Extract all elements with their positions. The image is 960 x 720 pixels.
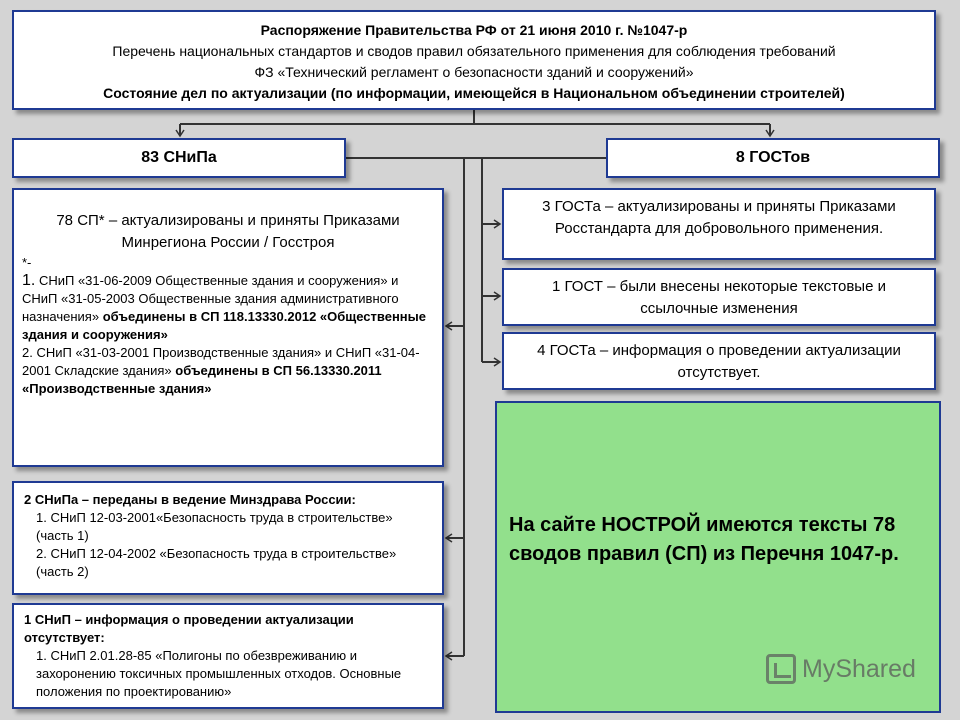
snip-heading: 83 СНиПа [141,149,217,166]
sp78-item-1-number: 1. [22,272,36,289]
sp78-star-note: *- [22,255,32,270]
watermark-text: MyShared [802,654,916,683]
header-line-3: ФЗ «Технический регламент о безопасности… [254,64,694,80]
header-line-4: Состояние дел по актуализации (по информ… [103,85,845,101]
snip-heading-box: 83 СНиПа [12,138,346,178]
sp78-item-2-text: 2. СНиП «31-03-2001 Производственные зда… [22,345,420,378]
watermark-logo-icon [766,654,796,684]
gost-heading: 8 ГОСТов [735,149,811,166]
watermark: MyShared [766,654,916,684]
header-box: Распоряжение Правительства РФ от 21 июня… [12,10,936,110]
sp78-item-1-text: СНиП «31-06-2009 Общественные здания и с… [22,273,399,324]
gost3-text: 3 ГОСТа – актуализированы и приняты Прик… [542,198,896,237]
snip1-box: 1 СНиП – информация о проведении актуали… [12,603,444,709]
sp78-item-2-bold: объединены в СП 56.13330.2011 «Производс… [22,363,382,396]
gost1-box: 1 ГОСТ – были внесены некоторые текстовы… [502,268,936,326]
nostroy-note-box: На сайте НОСТРОЙ имеются тексты 78 сводо… [495,401,941,713]
sp78-item-1: 1. СНиП «31-06-2009 Общественные здания … [22,272,434,344]
sp78-lead: 78 СП* – актуализированы и приняты Прика… [56,212,400,251]
snip2-title: 2 СНиПа – переданы в ведение Минздрава Р… [24,492,356,507]
header-line-1: Распоряжение Правительства РФ от 21 июня… [260,22,688,38]
snip2-item-1: 1. СНиП 12-03-2001«Безопасность труда в … [36,510,393,543]
gost1-text: 1 ГОСТ – были внесены некоторые текстовы… [552,278,886,317]
sp78-item-1-bold: объединены в СП 118.13330.2012 «Обществе… [22,309,426,342]
snip2-box: 2 СНиПа – переданы в ведение Минздрава Р… [12,481,444,595]
snip1-title: 1 СНиП – информация о проведении актуали… [24,612,354,645]
header-line-2: Перечень национальных стандартов и сводо… [112,43,836,59]
nostroy-note-text: На сайте НОСТРОЙ имеются тексты 78 сводо… [509,514,899,565]
snip1-item-1: 1. СНиП 2.01.28-85 «Полигоны по обезвреж… [36,648,402,699]
sp78-box: 78 СП* – актуализированы и приняты Прика… [12,188,444,467]
snip2-item-2: 2. СНиП 12-04-2002 «Безопасность труда в… [36,546,397,579]
sp78-item-2: 2. СНиП «31-03-2001 Производственные зда… [22,344,434,398]
gost3-box: 3 ГОСТа – актуализированы и приняты Прик… [502,188,936,260]
gost-heading-box: 8 ГОСТов [606,138,940,178]
gost4-box: 4 ГОСТа – информация о проведении актуал… [502,332,936,390]
gost4-text: 4 ГОСТа – информация о проведении актуал… [537,342,901,381]
